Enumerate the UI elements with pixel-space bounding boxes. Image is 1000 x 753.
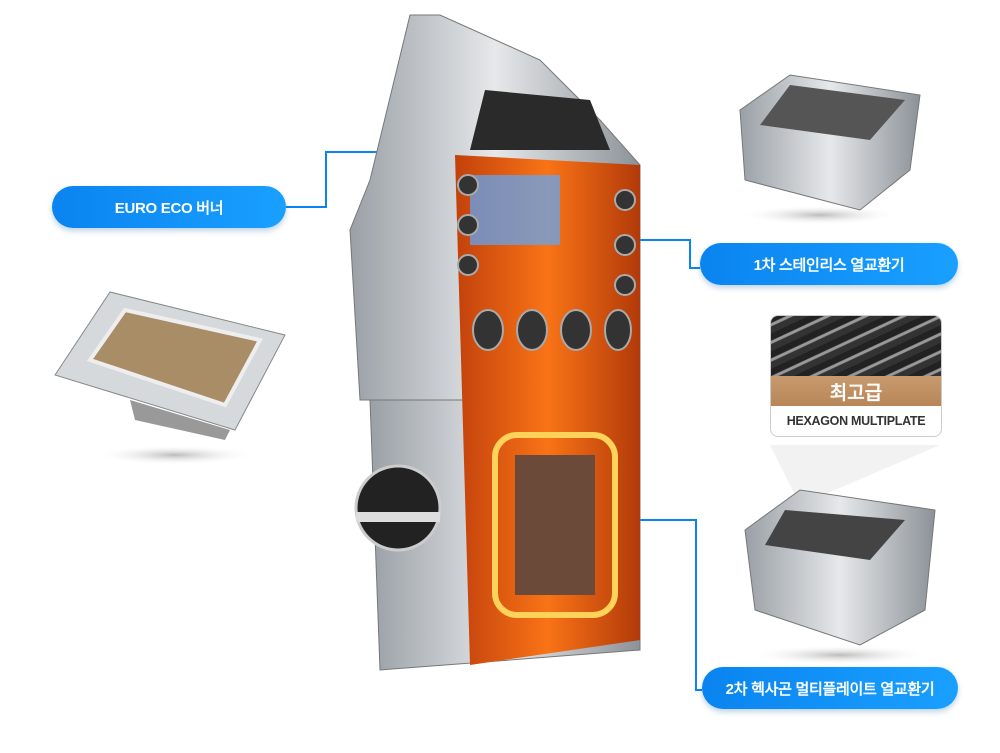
primary-exchanger-label: 1차 스테인리스 열교환기	[700, 243, 958, 285]
badge-name: HEXAGON MULTIPLATE	[786, 414, 926, 428]
secondary-exchanger-label: 2차 헥사곤 멀티플레이트 열교환기	[702, 667, 958, 709]
boiler-cutaway	[349, 14, 641, 671]
burner-product-image	[54, 291, 286, 440]
burner-label: EURO ECO 버너	[52, 186, 286, 228]
secondary-exchanger-image	[744, 445, 940, 646]
primary-exchanger-image	[739, 74, 921, 211]
hexagon-multiplate-badge: 최고급 HEXAGON MULTIPLATE	[770, 315, 942, 437]
badge-grade: 최고급	[771, 376, 941, 406]
multiplate-texture-image	[771, 316, 941, 376]
